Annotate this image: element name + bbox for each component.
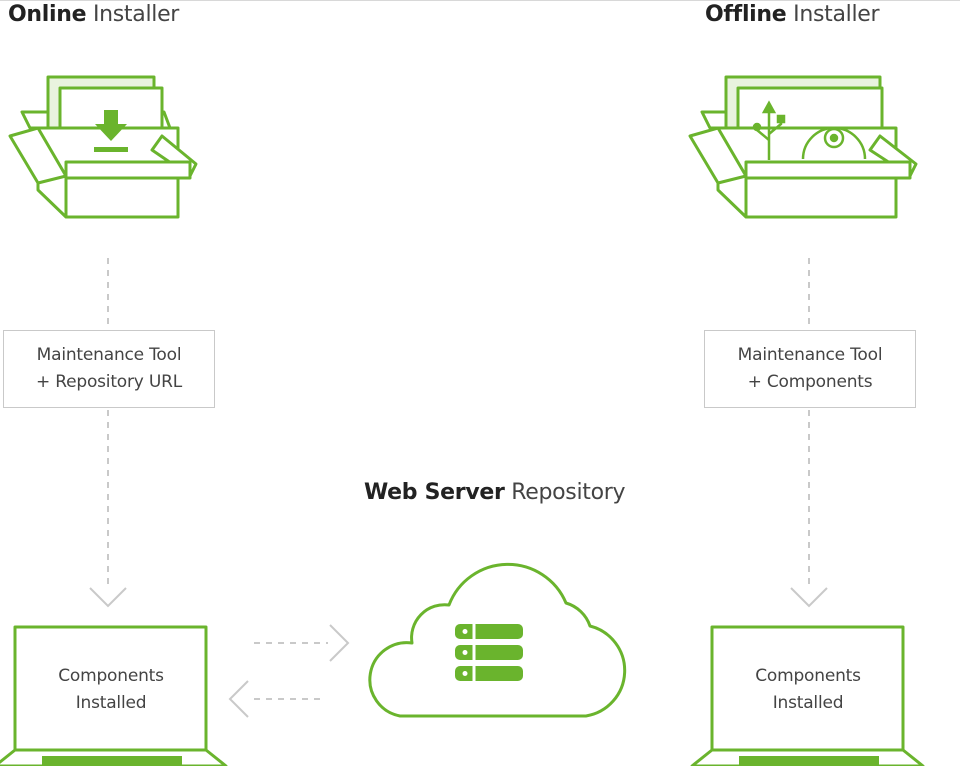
down-arrow-icon [790, 587, 828, 608]
down-arrow-icon [89, 587, 127, 608]
online-installer-heading: Online Installer [8, 2, 179, 27]
left-arrow-icon [228, 680, 249, 718]
offline-box-line1: Maintenance Tool [737, 345, 883, 365]
offline-heading-bold: Offline [705, 2, 787, 27]
top-divider [0, 0, 960, 1]
online-installer-box-icon [8, 75, 198, 219]
offline-laptop-line1: Components [755, 666, 861, 686]
online-heading-bold: Online [8, 2, 87, 27]
online-laptop-screen-text: Components Installed [16, 663, 206, 717]
online-maintenance-tool-box: Maintenance Tool + Repository URL [3, 330, 215, 408]
online-laptop-line1: Components [58, 666, 164, 686]
offline-maintenance-tool-box: Maintenance Tool + Components [704, 330, 916, 408]
web-server-heading: Web Server Repository [364, 480, 626, 505]
offline-installer-box-icon [688, 75, 918, 219]
offline-heading-rest: Installer [793, 2, 880, 27]
offline-box-line2: + Components [747, 372, 873, 392]
offline-laptop-screen-text: Components Installed [713, 663, 903, 717]
offline-installer-heading: Offline Installer [705, 2, 880, 27]
arrow-heads [89, 587, 828, 718]
web-heading-bold: Web Server [364, 480, 505, 505]
online-box-line1: Maintenance Tool [36, 345, 182, 365]
dashed-connectors [107, 258, 810, 700]
download-icon [94, 110, 128, 152]
server-stack-icon [455, 624, 523, 681]
online-heading-rest: Installer [92, 2, 180, 27]
online-laptop-icon [0, 625, 228, 766]
online-laptop-line2: Installed [75, 693, 147, 713]
disc-icon [801, 126, 867, 160]
usb-icon [752, 100, 786, 160]
cloud-icon [368, 562, 627, 718]
right-arrow-icon [329, 624, 350, 662]
offline-laptop-line2: Installed [772, 693, 844, 713]
offline-laptop-icon [690, 625, 925, 766]
web-heading-rest: Repository [511, 480, 626, 505]
online-box-line2: + Repository URL [36, 372, 182, 392]
